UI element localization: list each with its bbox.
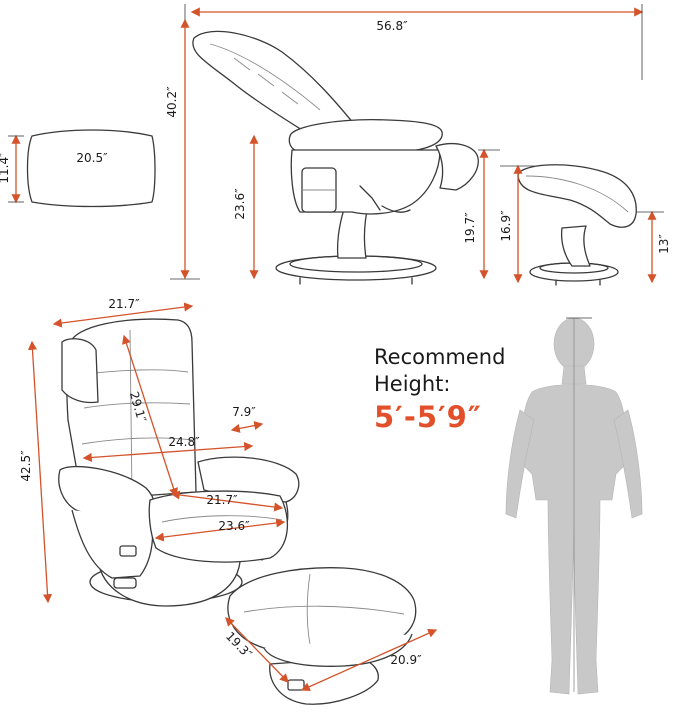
dimension-lines <box>11 7 657 691</box>
label-seat-depth: 23.6″ <box>218 519 250 533</box>
side-view-ottoman <box>517 164 637 286</box>
recommend-line-2: Height: <box>374 372 451 396</box>
label-ottoman-base-height: 13″ <box>657 234 671 254</box>
label-armrest-height: 19.7″ <box>463 212 477 244</box>
label-front-top-width: 21.7″ <box>108 297 140 311</box>
recommend-line-1: Recommend <box>374 345 506 369</box>
label-ottoman-width: 20.9″ <box>390 653 422 667</box>
label-seat-width: 21.7″ <box>206 493 238 507</box>
side-view-recliner <box>192 30 479 285</box>
label-pad-depth: 11.4″ <box>0 152 11 184</box>
recommend-height-value: 5′-5′9″ <box>374 400 482 434</box>
label-seat-height: 23.6″ <box>233 188 247 220</box>
label-ottoman-height: 16.9″ <box>499 210 513 242</box>
front-view-recliner <box>58 318 300 607</box>
label-side-length: 56.8″ <box>376 19 408 33</box>
front-view-ottoman <box>227 567 417 705</box>
ottoman-top-pad <box>26 129 156 208</box>
label-front-height: 42.5″ <box>19 450 33 482</box>
label-inner-width: 24.8″ <box>168 435 200 449</box>
label-arm-width: 7.9″ <box>232 405 256 419</box>
extension-lines <box>8 4 664 692</box>
recommend-height-callout: Recommend Height: 5′-5′9″ <box>374 344 506 434</box>
dimension-labels: 56.8″ 40.2″ 23.6″ 19.7″ 16.9″ 13″ 20.5″ … <box>0 19 671 667</box>
label-pad-width: 20.5″ <box>76 151 108 165</box>
label-side-height: 40.2″ <box>165 86 179 118</box>
